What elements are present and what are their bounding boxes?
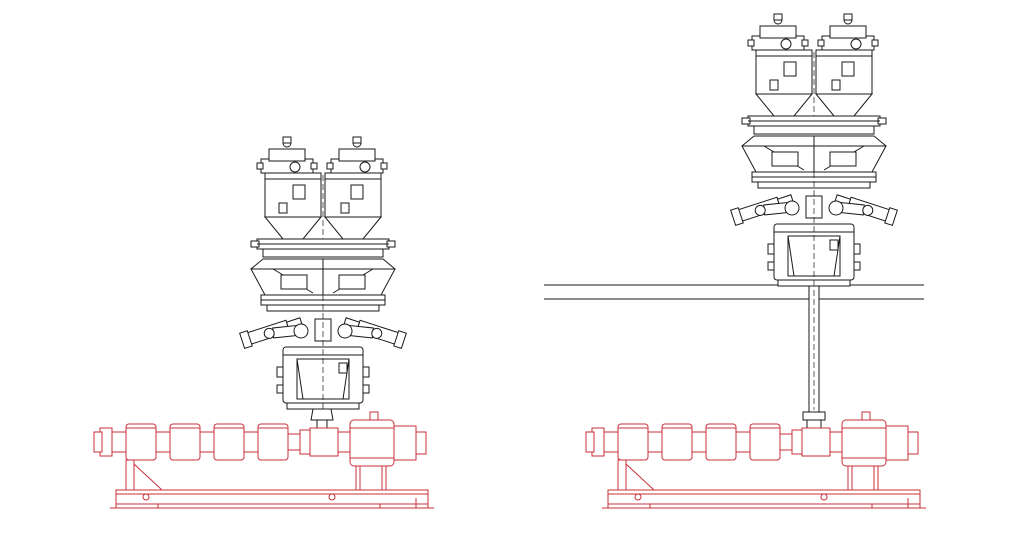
left-feed-throat bbox=[310, 408, 334, 429]
mezzanine-platform bbox=[544, 280, 924, 300]
left-doser bbox=[239, 136, 407, 410]
left-extruder bbox=[93, 411, 435, 509]
downpipe bbox=[802, 285, 826, 429]
right-view bbox=[544, 13, 927, 509]
left-view bbox=[93, 136, 435, 509]
right-extruder bbox=[585, 411, 927, 509]
right-doser bbox=[730, 13, 898, 287]
